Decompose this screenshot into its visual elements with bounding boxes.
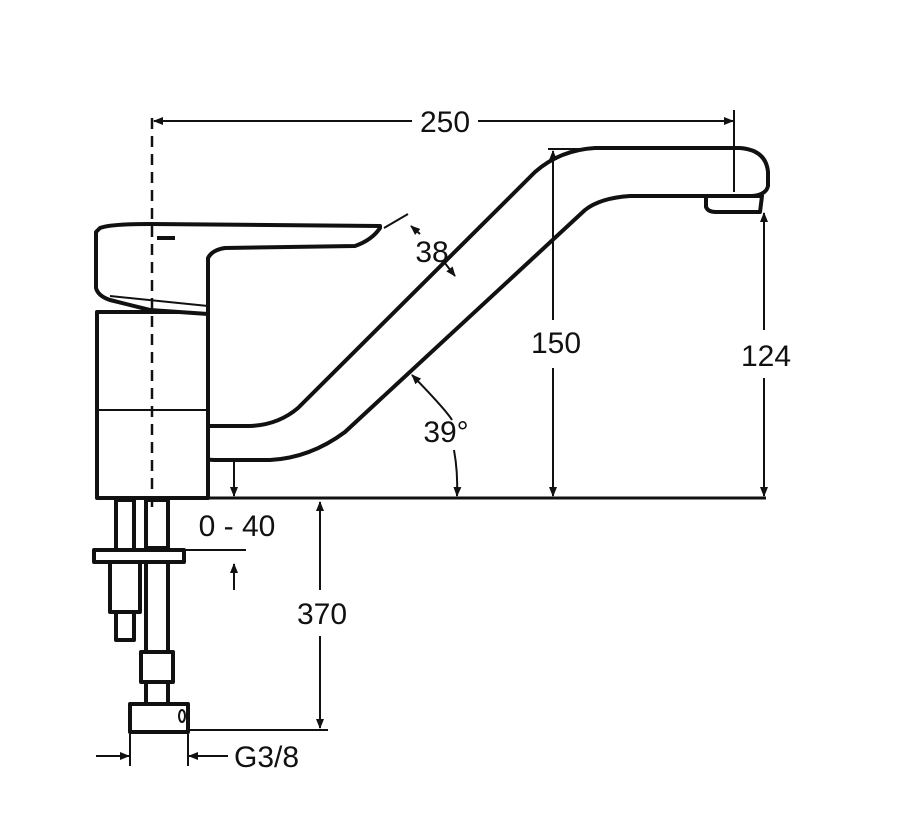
label-0-40: 0 - 40: [199, 510, 276, 543]
dimension-38: 38: [383, 213, 456, 277]
hose-connector-top: [144, 498, 170, 550]
label-250: 250: [420, 106, 470, 139]
label-g3-8: G3/8: [234, 741, 299, 774]
label-124: 124: [741, 340, 791, 373]
hose-crimp: [139, 650, 175, 684]
label-38: 38: [415, 236, 448, 269]
label-370: 370: [297, 598, 347, 631]
label-39-degrees: 39°: [423, 416, 468, 449]
hose-lower: [144, 680, 170, 706]
hose-upper: [144, 560, 170, 654]
dimension-250: 250: [153, 106, 735, 192]
aerator: [704, 194, 764, 214]
lever-handle: [94, 222, 382, 316]
mounting-stud: [114, 498, 136, 554]
dimension-0-40: 0 - 40: [184, 462, 275, 590]
lever-seam: [109, 295, 209, 307]
stud-end: [114, 610, 136, 642]
nut-hex-mark: [178, 709, 186, 723]
mounting-hardware: [92, 498, 190, 734]
mounting-nut: [108, 560, 142, 614]
spout: [196, 146, 770, 462]
dimension-angle: 39°: [411, 374, 469, 497]
dimension-g3-8: G3/8: [96, 734, 299, 774]
label-150: 150: [531, 327, 581, 360]
dimension-124: 124: [741, 212, 791, 497]
dimension-150: 150: [531, 148, 632, 497]
dimension-370: 370: [188, 501, 347, 731]
